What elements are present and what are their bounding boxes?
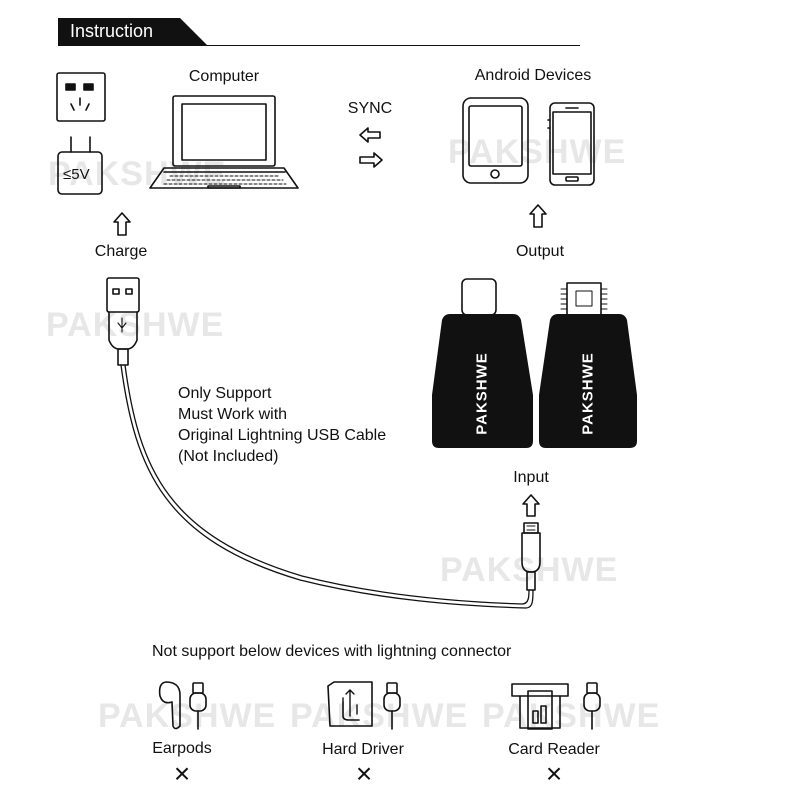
laptop-icon <box>149 95 299 189</box>
wall-socket-icon <box>56 72 106 122</box>
hard-drive-icon <box>327 681 401 730</box>
android-devices-label: Android Devices <box>474 67 592 84</box>
adapter-brand-usb-c: PAKSHWE <box>473 352 491 435</box>
usb-a-connector-icon <box>106 277 140 366</box>
watermark: PAKSHWE <box>440 551 619 589</box>
watermark: PAKSHWE <box>448 133 627 171</box>
note-line: Must Work with <box>178 406 288 423</box>
adapter-brand-micro-usb: PAKSHWE <box>579 352 597 435</box>
charger-icon <box>57 136 103 195</box>
page-title: Instruction <box>70 21 154 41</box>
adapter-body-micro-usb <box>539 314 637 448</box>
input-label: Input <box>513 469 549 486</box>
usb-c-connector-icon <box>461 278 497 316</box>
note-line: Original Lightning USB Cable <box>178 427 387 444</box>
charge-label: Charge <box>94 243 148 260</box>
phone-icon <box>547 102 595 186</box>
compatibility-note: Only Support Must Work with Original Lig… <box>178 383 386 467</box>
card-reader-label: Card Reader <box>508 741 600 758</box>
watermark: PAKSHWE <box>98 697 277 735</box>
sync-label: SYNC <box>347 100 393 117</box>
card-reader-icon <box>511 682 601 730</box>
lightning-connector-icon <box>521 522 541 591</box>
output-label: Output <box>515 243 565 260</box>
up-arrow-icon <box>529 204 547 228</box>
up-arrow-icon <box>522 494 540 517</box>
note-line: (Not Included) <box>178 448 279 465</box>
adapter-body-usb-c <box>432 314 533 448</box>
up-arrow-icon <box>113 212 131 236</box>
earpods-icon <box>158 681 207 730</box>
watermark: PAKSHWE <box>290 697 469 735</box>
note-line: Only Support <box>178 385 272 402</box>
micro-usb-connector-icon <box>560 282 608 318</box>
tablet-icon <box>462 97 529 184</box>
earpods-label: Earpods <box>152 740 212 757</box>
unsupported-heading: Not support below devices with lightning… <box>152 643 512 660</box>
hard-driver-label: Hard Driver <box>322 741 404 758</box>
watermark: PAKSHWE <box>48 155 227 193</box>
watermark: PAKSHWE <box>482 697 661 735</box>
charger-voltage-label: ≤5V <box>63 166 90 183</box>
not-supported-mark: × <box>545 758 563 789</box>
header-divider <box>200 45 580 46</box>
not-supported-mark: × <box>173 758 191 789</box>
header-tag-shape <box>58 18 208 46</box>
computer-label: Computer <box>188 68 260 85</box>
not-supported-mark: × <box>355 758 373 789</box>
lightning-cable <box>120 364 534 609</box>
sync-arrows-icon <box>359 127 383 168</box>
